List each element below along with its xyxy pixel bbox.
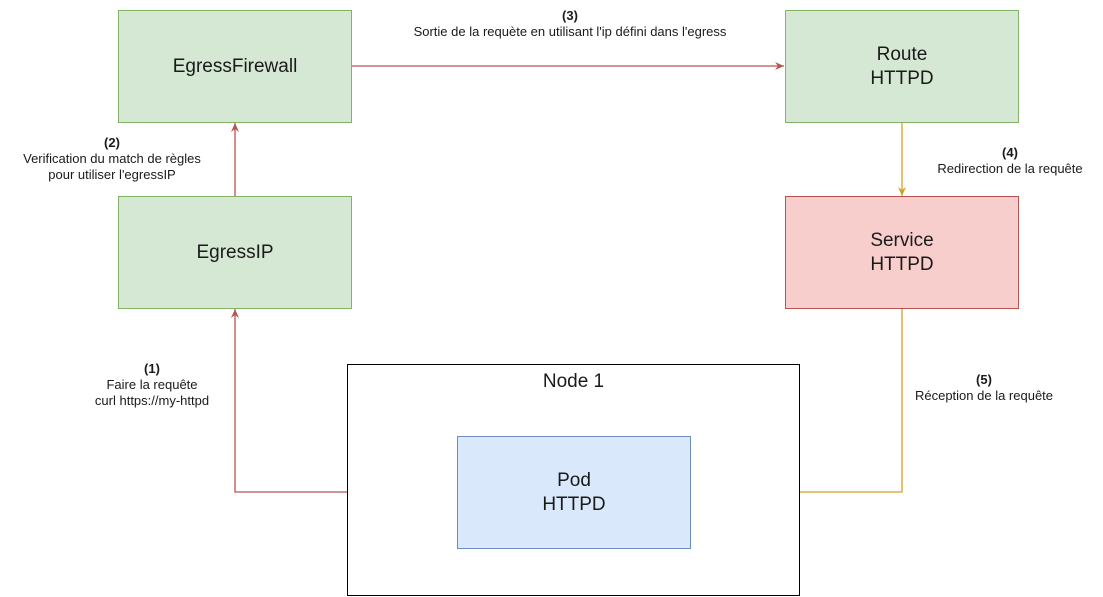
step-2-number: (2) — [104, 135, 120, 150]
step-4-number: (4) — [1002, 145, 1018, 160]
route-sublabel: HTTPD — [870, 67, 934, 89]
egress-ip-label: EgressIP — [196, 241, 274, 263]
step-5-number: (5) — [976, 372, 992, 387]
step-3-number: (3) — [562, 8, 578, 23]
step-5-line1: Réception de la requête — [914, 388, 1054, 403]
route-label: Route — [876, 43, 928, 65]
route-box[interactable]: Route HTTPD — [785, 10, 1019, 123]
step-2-line1: Verification du match de règles — [23, 151, 201, 166]
step-4-label: (4) Redirection de la requête — [920, 145, 1100, 177]
step-5-label: (5) Réception de la requête — [894, 372, 1074, 404]
egress-ip-box[interactable]: EgressIP — [118, 196, 352, 309]
pod-label: Pod — [557, 469, 591, 491]
step-1-number: (1) — [144, 361, 160, 376]
pod-box[interactable]: Pod HTTPD — [457, 436, 691, 549]
service-box[interactable]: Service HTTPD — [785, 196, 1019, 309]
step-3-label: (3) Sortie de la requète en utilisant l'… — [370, 8, 770, 40]
step-2-line2: pour utiliser l'egressIP — [48, 167, 176, 182]
pod-sublabel: HTTPD — [542, 493, 606, 515]
step-2-label: (2) Verification du match de règles pour… — [2, 135, 222, 183]
node-title: Node 1 — [542, 371, 605, 392]
step-4-line1: Redirection de la requête — [937, 161, 1083, 176]
service-sublabel: HTTPD — [870, 253, 934, 275]
egress-firewall-label: EgressFirewall — [172, 55, 298, 77]
step-3-line1: Sortie de la requète en utilisant l'ip d… — [413, 24, 727, 39]
step-1-label: (1) Faire la requête curl https://my-htt… — [52, 361, 252, 409]
step-1-line2: curl https://my-httpd — [94, 393, 210, 408]
service-label: Service — [870, 229, 934, 251]
step-1-line1: Faire la requête — [106, 377, 198, 392]
egress-firewall-box[interactable]: EgressFirewall — [118, 10, 352, 123]
